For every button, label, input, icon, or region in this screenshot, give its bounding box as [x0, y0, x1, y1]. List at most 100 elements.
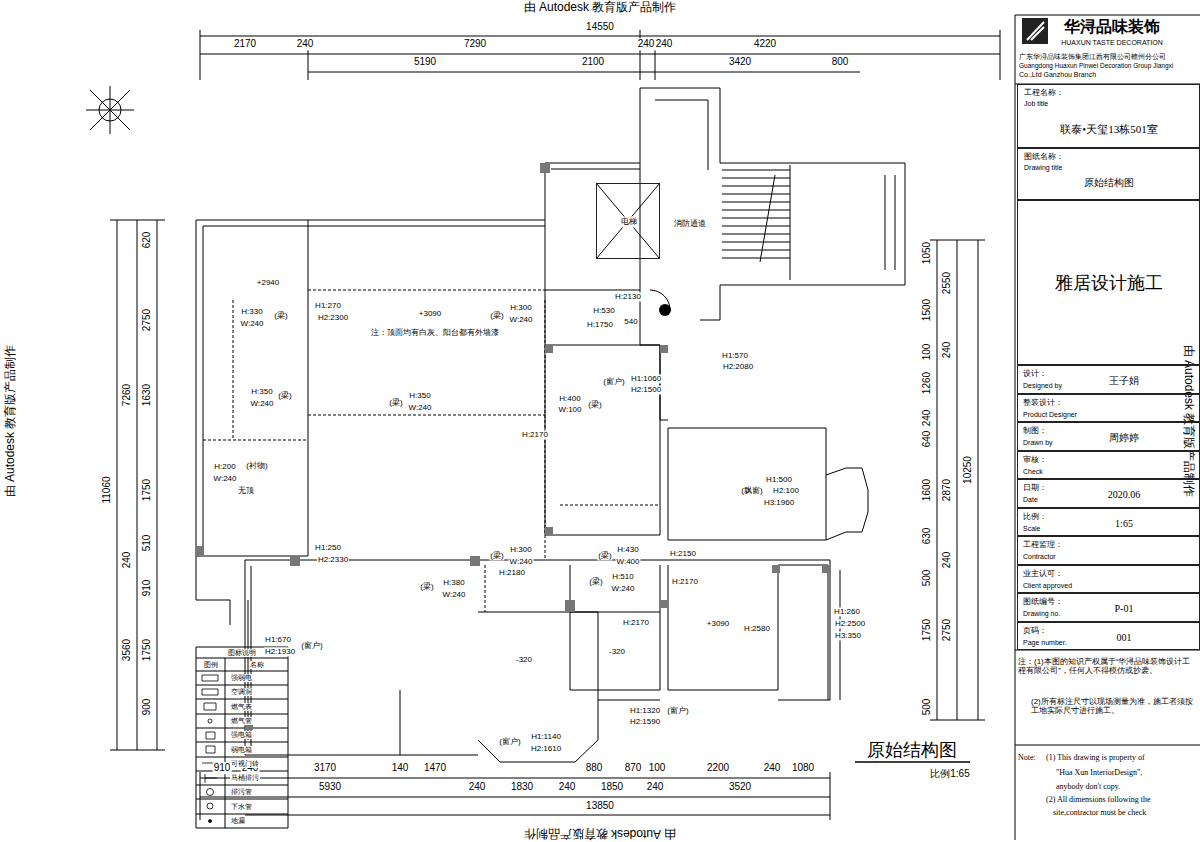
annotation-label: (窗户)	[602, 377, 625, 386]
title-block-cell: 图纸名称：Drawing title原始结构图	[1017, 148, 1200, 200]
dimension-text: 140	[391, 762, 410, 774]
annotation-label: 消防通道	[673, 219, 707, 228]
annotation-label: H1:270	[314, 301, 342, 310]
cell-text: Drawing title	[1023, 164, 1064, 172]
annotation-label: (梁)	[273, 311, 288, 320]
annotation-label: +3090	[706, 619, 730, 628]
annotation-label: W:240	[408, 403, 433, 412]
dimension-text: 880	[585, 762, 604, 774]
cell-heading: 设计：	[1022, 369, 1048, 378]
logo-stroke	[1027, 22, 1044, 40]
cell-heading: 整装设计：	[1022, 398, 1064, 407]
cell-text: Page number.	[1022, 638, 1068, 646]
annotation-label: W:240	[213, 474, 238, 483]
legend-table	[196, 647, 288, 828]
annotation-label: (梁)	[388, 398, 403, 407]
annotation-label: H:530	[592, 306, 615, 315]
beam-dashed-lines	[203, 290, 660, 612]
legend-label: 下水管	[230, 803, 253, 811]
annotation-label: H:350	[250, 387, 273, 396]
dimension-text: 3420	[728, 56, 752, 68]
column-group	[196, 163, 830, 730]
dimension-text: 240	[121, 551, 133, 570]
legend-header: 名称	[249, 661, 265, 669]
annotation-label: (衬物)	[245, 461, 268, 470]
dimension-text: 100	[921, 343, 933, 362]
note-text: 注：(1)本图的知识产权属于“华浔品味装饰设计工程有限公司”，任何人不得模仿或抄…	[1017, 657, 1199, 675]
annotation-label: H1:1320	[629, 706, 661, 715]
dimension-text: 2100	[581, 56, 605, 68]
annotation-label: H2:2300	[317, 313, 349, 322]
annotation-label: W:240	[611, 584, 636, 593]
dimension-text: 640	[921, 430, 933, 449]
annotation-label: H2:2080	[722, 362, 754, 371]
legend-symbols	[202, 675, 218, 823]
watermark-text: 由 Autodesk 教育版产品制作	[523, 826, 678, 840]
title-block-cell: 比例：Scale1:65	[1017, 508, 1200, 537]
cell-text: Drawn by	[1022, 439, 1054, 447]
dimension-text: 1470	[423, 762, 447, 774]
annotation-label: H:300	[509, 303, 532, 312]
annotation-label: W:240	[509, 315, 534, 324]
dimension-text: 240	[655, 38, 674, 50]
cell-heading: 审核：	[1022, 455, 1048, 464]
elevator-box: 电梯	[596, 183, 660, 259]
annotation-label: H:400	[558, 394, 581, 403]
annotation-label: H:2170	[622, 618, 650, 627]
legend-header: 图标说明	[227, 649, 257, 657]
note-text: (2) All dimensions following the	[1045, 795, 1151, 804]
dimension-text: 240	[941, 341, 953, 360]
annotation-label: 比例1:65	[929, 768, 970, 780]
annotation-label: H3:1960	[763, 498, 795, 507]
annotation-label: H2:100	[772, 486, 800, 495]
legend-symbol-circle	[207, 803, 213, 809]
dimension-text: 1850	[600, 781, 624, 793]
dimension-text: 2200	[706, 762, 730, 774]
cell-heading: 工程名称：	[1023, 88, 1065, 97]
cell-text: Job title	[1023, 100, 1049, 108]
annotation-label: H2:1590	[629, 717, 661, 726]
annotation-label: H1:1140	[530, 732, 562, 741]
dimension-text: 10250	[962, 455, 974, 485]
title-block-cell: 审核：Check	[1017, 451, 1200, 480]
annotation-label: (窗户)	[498, 737, 521, 746]
annotation-label: H2:1610	[530, 744, 562, 753]
annotation-label: H:2150	[669, 549, 697, 558]
dimension-lines	[110, 30, 1000, 820]
annotation-label: (梁)	[489, 551, 504, 560]
dimension-text: 240	[763, 762, 782, 774]
dimension-text: 14550	[585, 21, 615, 33]
dimension-text: 2750	[941, 618, 953, 642]
dimension-text: 5190	[413, 56, 437, 68]
cell-text: Designed by	[1022, 382, 1063, 390]
annotation-label: 注：顶面均有白灰、阳台都有外墙漆	[370, 328, 500, 337]
dimension-text: 900	[141, 698, 153, 717]
annotation-label: H:430	[616, 545, 639, 554]
compass-needle	[86, 86, 134, 134]
annotation-label: H1:500	[765, 475, 793, 484]
annotation-label: H:200	[213, 462, 236, 471]
cell-heading: 图纸编号：	[1022, 597, 1064, 606]
title-block-cell: 整装设计：Product Designer	[1017, 394, 1200, 423]
annotation-label: -320	[608, 647, 626, 656]
company-logo-text: 华浔品味装饰	[1063, 18, 1161, 36]
cell-text: 1:65	[1114, 518, 1134, 530]
title-block-cell: 页码：Page number.001	[1017, 622, 1200, 651]
annotation-label: W:240	[250, 399, 275, 408]
annotation-label: +3090	[418, 309, 442, 318]
annotation-label: H2:1930	[264, 647, 296, 656]
annotation-label: -320	[515, 655, 533, 664]
annotation-label: H2:2330	[317, 555, 349, 564]
dimension-text: 13850	[585, 800, 615, 812]
cell-heading: 图纸名称：	[1023, 152, 1065, 161]
annotation-label: (窗户)	[666, 706, 689, 715]
dimension-text: 240	[941, 551, 953, 570]
annotation-label: H3:350	[834, 631, 862, 640]
annotation-label: (梁)	[588, 577, 603, 586]
legend-symbol-circle	[208, 719, 212, 723]
cell-text: Scale	[1022, 524, 1042, 532]
company-logo-text: Co.,Ltd Ganzhou Branch	[1018, 71, 1097, 79]
annotation-label: +2940	[256, 278, 280, 287]
cell-text: Contractor	[1022, 553, 1057, 561]
